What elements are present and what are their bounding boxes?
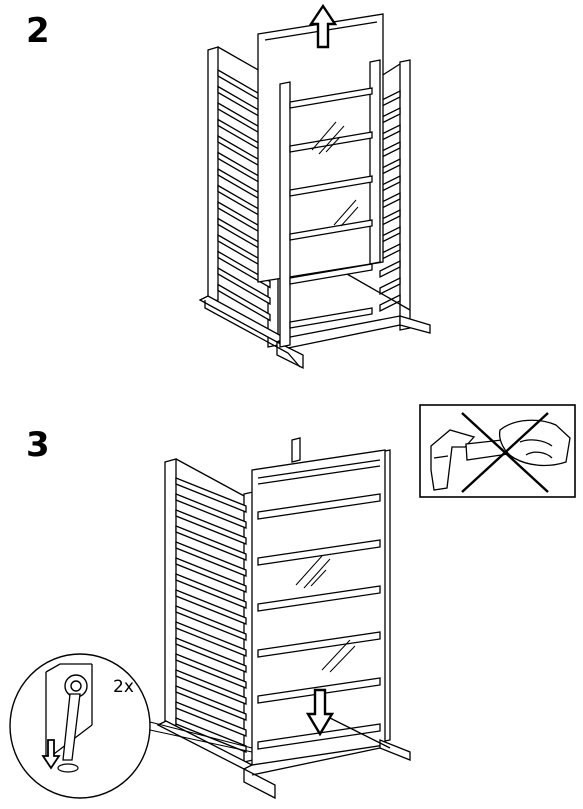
ladder-rung <box>175 477 247 513</box>
front-glass-panel-3 <box>251 449 386 766</box>
glass-rail <box>289 263 373 285</box>
ladder-rung <box>217 266 271 306</box>
glass-rail <box>257 631 381 658</box>
ladder-rung <box>217 250 271 289</box>
ladder-rung <box>175 621 247 657</box>
left-side-panel <box>207 46 291 348</box>
left-side-panel-3 <box>164 458 254 763</box>
ladder-rung <box>175 541 247 577</box>
base-feet <box>198 269 431 370</box>
step-number-2: 2 <box>26 11 50 51</box>
ladder-rung <box>175 493 247 529</box>
ladder-rung <box>175 605 247 641</box>
ladder-rung <box>175 717 247 753</box>
ladder-rung <box>175 653 247 689</box>
glass-rail <box>289 87 373 109</box>
ladder-rung <box>379 293 401 313</box>
step-number-3: 3 <box>26 425 50 465</box>
base-feet-3 <box>156 717 411 800</box>
glass-rail <box>289 131 373 153</box>
glass-rail <box>289 175 373 197</box>
ladder-rung <box>175 589 247 625</box>
glass-rail <box>257 493 381 520</box>
ladder-rung <box>175 557 247 593</box>
arrow-up-icon <box>308 3 338 49</box>
glass-rail <box>289 307 373 329</box>
glass-rail <box>257 539 381 566</box>
glass-rail <box>257 585 381 612</box>
ladder-rung <box>175 637 247 673</box>
glass-rail <box>289 219 373 241</box>
step2-frame <box>198 3 431 370</box>
ladder-rung <box>175 669 247 705</box>
ladder-rung <box>175 573 247 609</box>
front-glass-panel <box>257 13 384 348</box>
ladder-rung <box>379 276 401 296</box>
ladder-rung <box>175 701 247 737</box>
ladder-rung <box>175 525 247 561</box>
arrow-down-icon <box>305 688 335 737</box>
ladder-rung <box>217 283 271 322</box>
ladder-rung <box>379 259 401 279</box>
screw-detail-icon <box>9 653 253 799</box>
ladder-rung <box>175 509 247 545</box>
quantity-label: 2x <box>113 677 134 697</box>
step3-frame <box>156 437 411 800</box>
no-hammer-icon <box>419 404 576 498</box>
ladder-rung <box>175 685 247 721</box>
glass-rail <box>257 723 381 750</box>
